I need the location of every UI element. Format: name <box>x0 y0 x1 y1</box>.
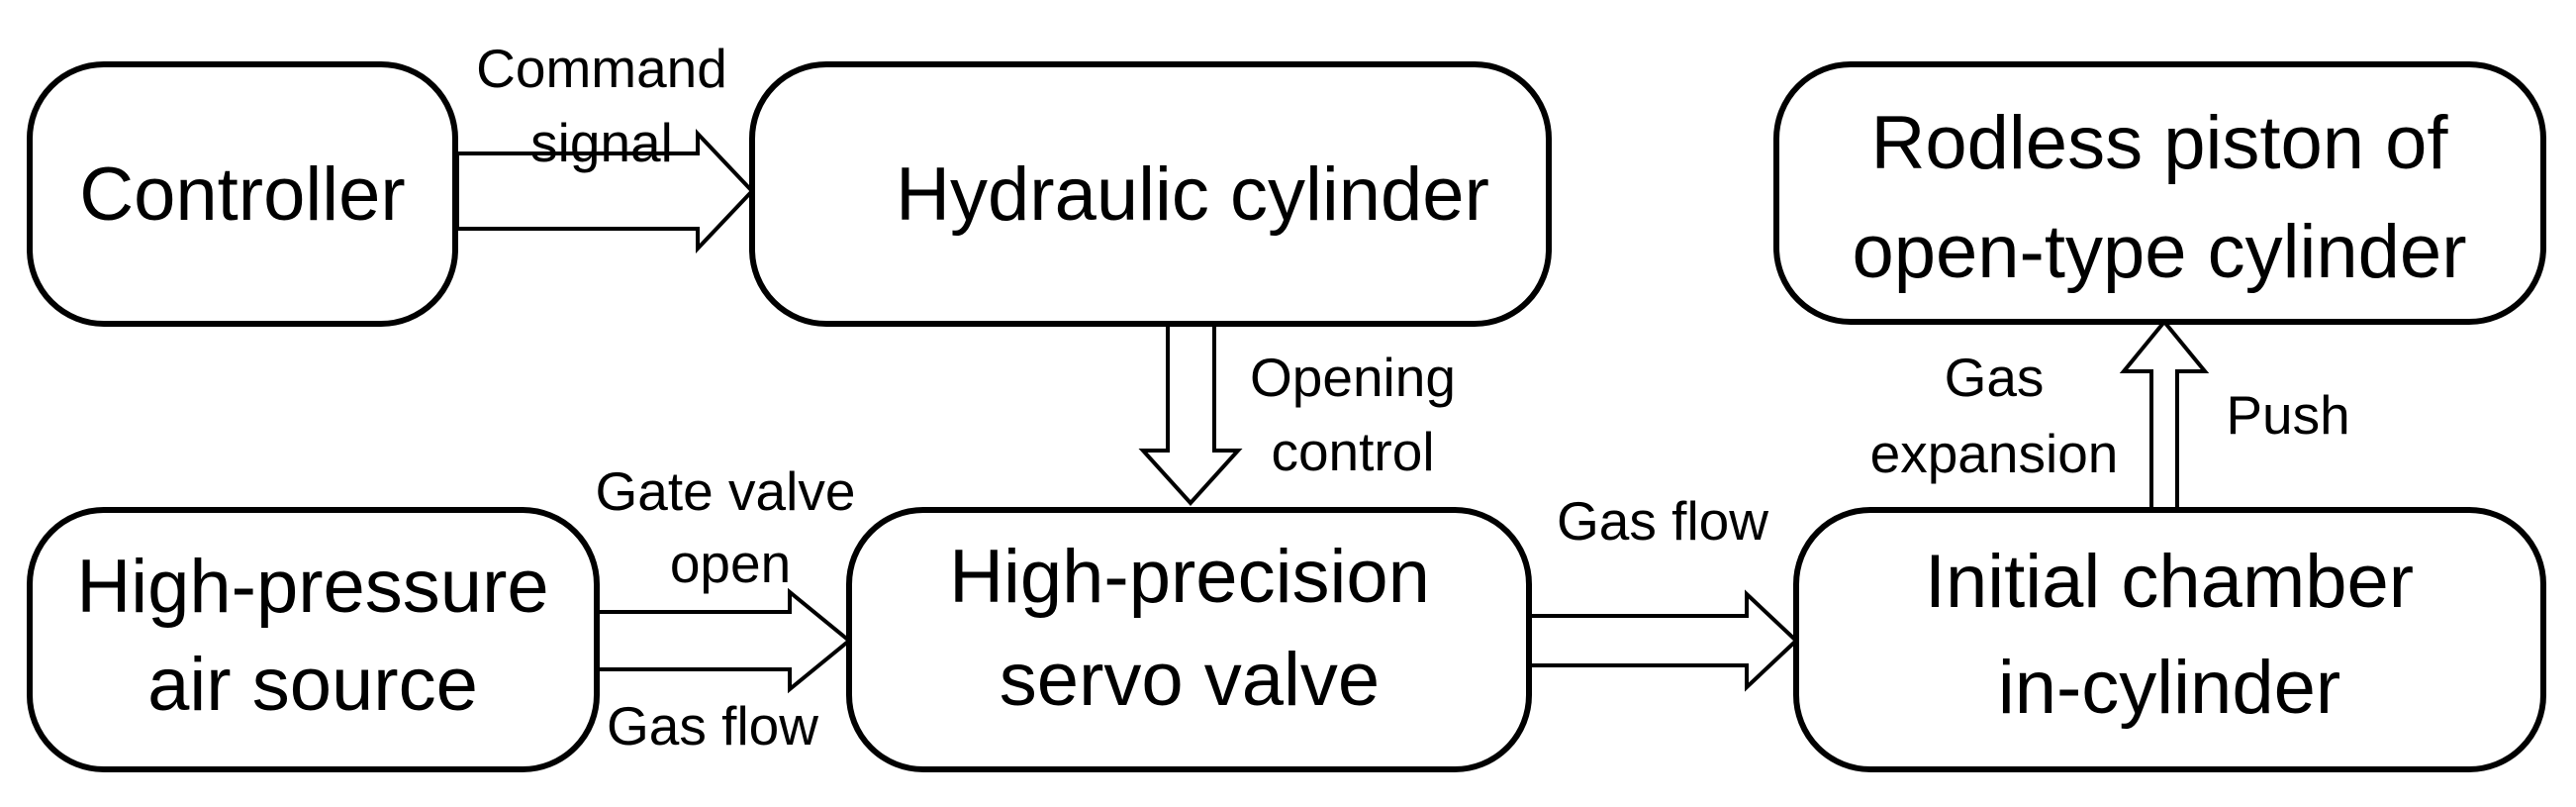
rodless-piston-box-line-1: Rodless piston of <box>1871 101 2449 185</box>
rodless-piston-box: Rodless piston of open-type cylinder <box>1773 61 2546 325</box>
rodless-piston-box-line-2: open-type cylinder <box>1852 210 2466 294</box>
initial-chamber-box-line-2: in-cylinder <box>1998 646 2340 730</box>
command-signal-label-line-2: signal <box>530 112 673 173</box>
arrow-servo-valve-to-initial-chamber <box>1527 589 1799 692</box>
initial-chamber-box: Initial chamber in-cylinder <box>1793 507 2546 772</box>
controller-box-label: Controller <box>79 152 405 237</box>
gas-flow-right-label: Gas flow <box>1557 490 1768 552</box>
gate-valve-open-label-line-1: Gate valve <box>596 460 856 522</box>
hydraulic-cylinder-box: Hydraulic cylinder <box>749 61 1552 327</box>
gate-valve-open-label-line-2: open <box>670 533 791 594</box>
servo-valve-box: High-precision servo valve <box>846 507 1532 772</box>
arrow-initial-chamber-to-rodless-piston <box>2119 318 2210 512</box>
servo-valve-box-line-2: servo valve <box>1000 638 1380 722</box>
gas-flow-left-label: Gas flow <box>607 695 818 757</box>
air-source-box-line-1: High-pressure <box>76 545 548 629</box>
opening-control-label-line-1: Opening <box>1250 347 1456 408</box>
gas-expansion-label-line-2: expansion <box>1870 423 2119 484</box>
initial-chamber-box-line-1: Initial chamber <box>1925 540 2414 624</box>
push-label: Push <box>2226 384 2349 446</box>
servo-valve-box-line-1: High-precision <box>949 535 1430 619</box>
gas-expansion-label-line-1: Gas <box>1945 347 2045 408</box>
air-source-box: High-pressure air source <box>27 507 600 772</box>
arrow-hydraulic-to-servo-valve <box>1138 323 1243 506</box>
hydraulic-cylinder-box-label: Hydraulic cylinder <box>896 152 1489 237</box>
air-source-box-line-2: air source <box>147 643 478 727</box>
opening-control-label-line-2: control <box>1271 421 1434 482</box>
command-signal-label-line-1: Command <box>476 38 727 99</box>
arrow-air-source-to-servo-valve <box>595 587 853 694</box>
controller-box: Controller <box>27 61 458 327</box>
